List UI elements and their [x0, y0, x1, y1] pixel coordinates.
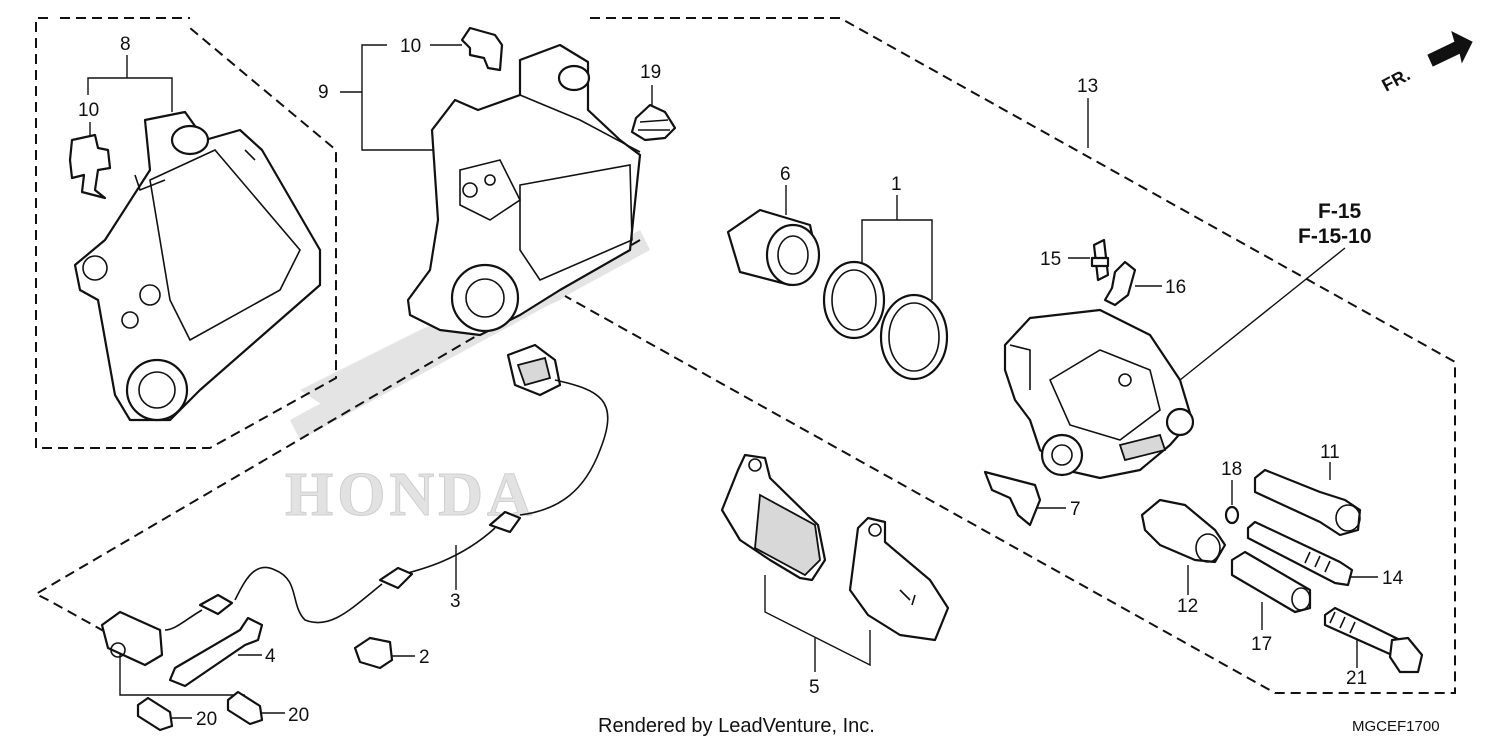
callout-3: 3: [450, 591, 461, 612]
callout-5: 5: [809, 677, 820, 698]
cross-references: F-15 F-15-10: [1298, 200, 1372, 248]
callout-labels: 8 10 9 10 19 13 6 1 15 16 7 18 11 14 12 …: [78, 34, 1404, 730]
callout-1: 1: [891, 174, 902, 195]
seal-set-part-1: [822, 260, 949, 381]
callout-10-left: 10: [78, 100, 99, 121]
front-arrow-icon: [1427, 31, 1473, 67]
callout-17: 17: [1251, 634, 1272, 655]
callout-12: 12: [1177, 596, 1198, 617]
render-credit: Rendered by LeadVenture, Inc.: [598, 715, 875, 737]
callout-18: 18: [1221, 459, 1242, 480]
clip-part-10-left: [68, 133, 112, 200]
callout-11: 11: [1320, 442, 1340, 463]
callout-6: 6: [780, 164, 791, 185]
diagram-code: MGCEF1700: [1352, 718, 1440, 735]
bolts-part-20: [136, 690, 264, 732]
clamp-part-2: [353, 636, 394, 670]
callout-8: 8: [120, 34, 131, 55]
callout-20-right: 20: [288, 705, 309, 726]
leader-lines: [87, 44, 1378, 719]
bleeder-cap-part-16: [1103, 260, 1137, 307]
reference-f-15[interactable]: F-15: [1318, 200, 1362, 223]
bolt-part-21: [1323, 606, 1424, 674]
callout-16: 16: [1165, 277, 1186, 298]
callout-7: 7: [1070, 499, 1081, 520]
callout-21: 21: [1346, 668, 1367, 689]
speed-sensor-part-3: [100, 343, 609, 667]
group-outlines: [33, 17, 1456, 694]
pad-spring-part-7: [983, 470, 1042, 527]
front-direction-indicator: FR.: [1378, 31, 1473, 96]
sleeve-part-17: [1230, 550, 1312, 614]
callout-2: 2: [419, 647, 430, 668]
pin-part-14: [1246, 520, 1354, 587]
clip-part-10-top: [460, 26, 504, 72]
caliper-bracket-part-9: [406, 43, 642, 337]
callout-15: 15: [1040, 249, 1061, 270]
reference-f-15-10[interactable]: F-15-10: [1298, 225, 1372, 248]
callout-14: 14: [1382, 568, 1404, 589]
bleeder-part-15: [1090, 238, 1110, 282]
caliper-bracket-part-8: [73, 110, 322, 422]
o-ring-part-18: [1224, 505, 1240, 525]
pin-part-11: [1253, 468, 1362, 537]
callout-4: 4: [265, 646, 276, 667]
callout-9: 9: [318, 82, 329, 103]
callout-10-top: 10: [400, 36, 421, 57]
callout-13: 13: [1077, 76, 1098, 97]
callout-20-left: 20: [196, 709, 217, 730]
callout-19: 19: [640, 62, 661, 83]
direction-label: FR.: [1378, 64, 1413, 95]
piston-part-6: [726, 208, 821, 287]
brake-pad-set-part-5: [720, 453, 950, 642]
stay-part-4: [168, 616, 264, 688]
boot-part-19: [630, 103, 677, 142]
pin-boot-part-12: [1140, 498, 1227, 564]
caliper-body-part-13: [1003, 308, 1195, 480]
watermark-text: HONDA: [285, 461, 536, 529]
